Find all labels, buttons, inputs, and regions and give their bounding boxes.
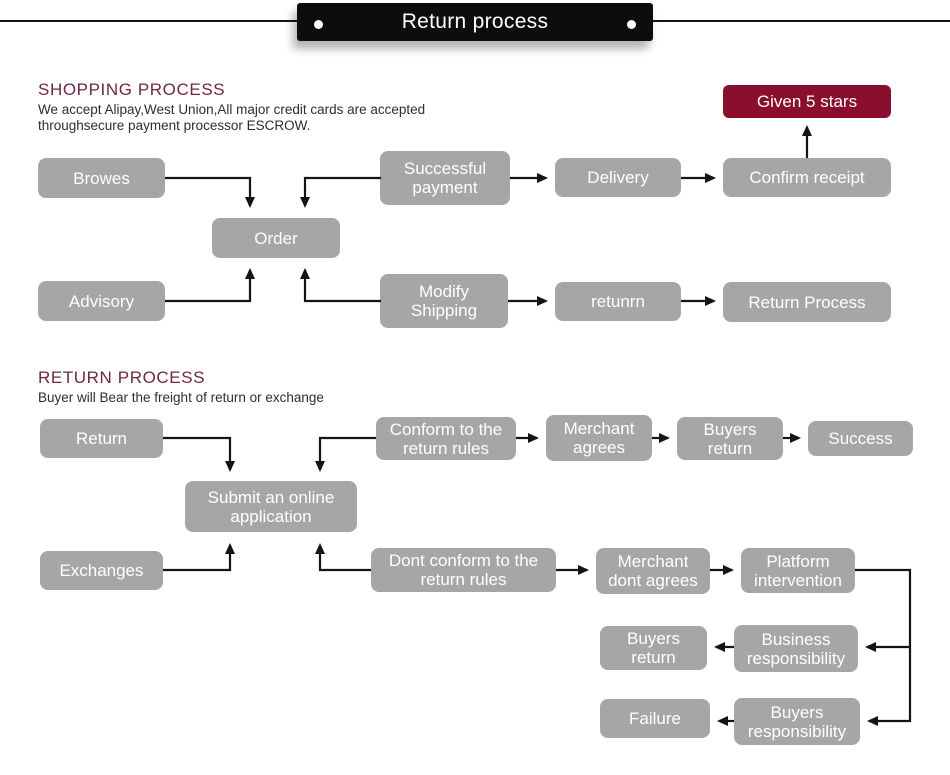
node-advisory: Advisory bbox=[38, 281, 165, 321]
node-successful-payment: Successful payment bbox=[380, 151, 510, 205]
node-business-responsibility: Business responsibility bbox=[734, 625, 858, 672]
connector-dont-conform-submit bbox=[315, 543, 371, 572]
node-buyers-return-top: Buyers return bbox=[677, 417, 783, 460]
ribbon-dot-right-icon bbox=[627, 20, 636, 29]
node-return-process: Return Process bbox=[723, 282, 891, 322]
node-modify-shipping: Modify Shipping bbox=[380, 274, 508, 328]
node-dont-conform-to-return-rules: Dont conform to the return rules bbox=[371, 548, 556, 592]
node-merchant-dont-agrees: Merchant dont agrees bbox=[596, 548, 710, 594]
node-exchanges: Exchanges bbox=[40, 551, 163, 590]
connector-conform-submit bbox=[315, 436, 376, 472]
node-conform-to-return-rules: Conform to the return rules bbox=[376, 417, 516, 460]
node-buyers-responsibility: Buyers responsibility bbox=[734, 698, 860, 745]
node-retunrn: retunrn bbox=[555, 282, 681, 321]
node-merchant-agrees: Merchant agrees bbox=[546, 415, 652, 461]
shopping-subtitle-line2: throughsecure payment processor ESCROW. bbox=[38, 118, 311, 133]
node-order: Order bbox=[212, 218, 340, 258]
node-delivery: Delivery bbox=[555, 158, 681, 197]
shopping-process-subtitle: We accept Alipay,West Union,All major cr… bbox=[38, 102, 425, 134]
node-buyers-return-bottom: Buyers return bbox=[600, 626, 707, 670]
return-process-subtitle: Buyer will Bear the freight of return or… bbox=[38, 390, 324, 405]
node-success: Success bbox=[808, 421, 913, 456]
node-browes: Browes bbox=[38, 158, 165, 198]
page-title: Return process bbox=[401, 10, 549, 33]
connector-return-submit bbox=[163, 436, 235, 472]
node-given-5-stars: Given 5 stars bbox=[723, 85, 891, 118]
node-confirm-receipt: Confirm receipt bbox=[723, 158, 891, 197]
connector-successful-payment-order bbox=[300, 176, 381, 208]
node-platform-intervention: Platform intervention bbox=[741, 548, 855, 593]
shopping-process-heading: SHOPPING PROCESS bbox=[38, 80, 226, 99]
title-ribbon: Return process bbox=[297, 3, 653, 41]
connector-browes-order bbox=[165, 176, 255, 208]
connector-modify-shipping-order bbox=[300, 268, 381, 303]
node-submit-online-application: Submit an online application bbox=[185, 481, 357, 532]
connector-exchanges-submit bbox=[163, 543, 235, 572]
connector-advisory-order bbox=[165, 268, 255, 303]
ribbon-dot-left-icon bbox=[314, 20, 323, 29]
node-failure: Failure bbox=[600, 699, 710, 738]
node-return: Return bbox=[40, 419, 163, 458]
return-process-heading: RETURN PROCESS bbox=[38, 368, 206, 387]
shopping-subtitle-line1: We accept Alipay,West Union,All major cr… bbox=[38, 102, 426, 117]
connector-platform-rail-buyers-responsibility bbox=[855, 568, 912, 726]
